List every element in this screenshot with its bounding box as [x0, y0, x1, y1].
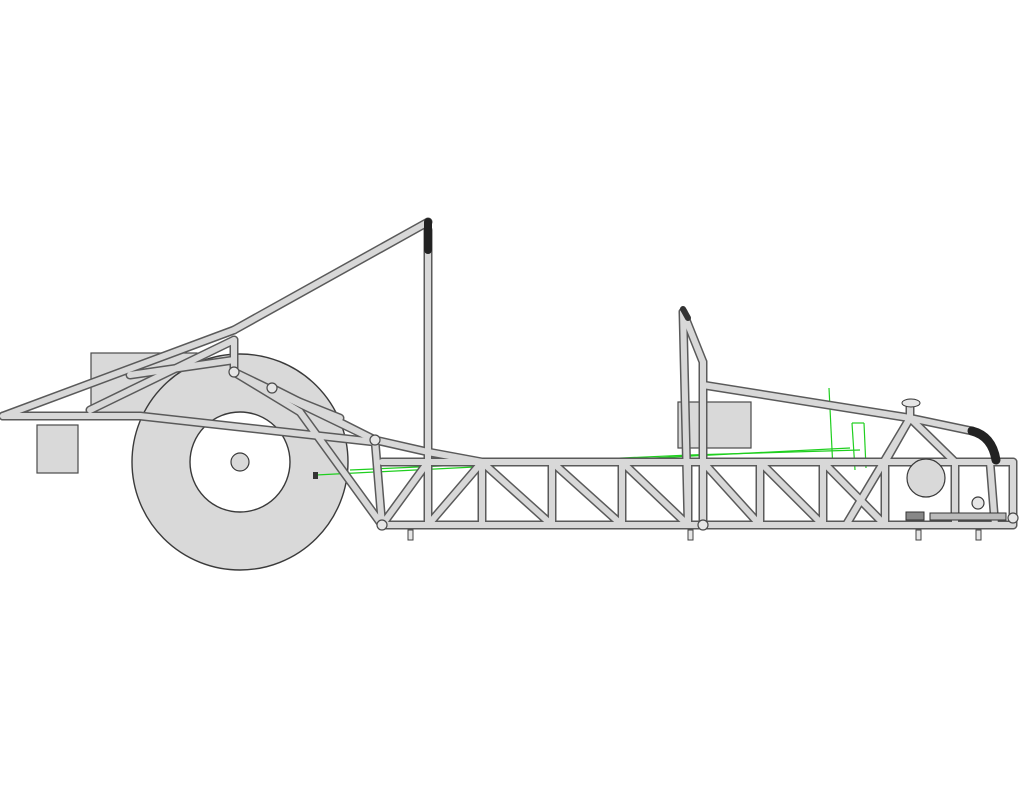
mounting-pins	[407, 529, 982, 541]
front-round-part	[906, 458, 946, 498]
frame-tubes	[0, 219, 1016, 528]
rear-mount-stub	[313, 472, 318, 479]
front-bracket	[905, 511, 925, 521]
frame-tube	[267, 387, 343, 421]
frame-tube	[297, 409, 385, 528]
frame-tube	[372, 437, 431, 455]
firewall-top-cap	[680, 306, 691, 321]
frame-tube	[87, 337, 237, 413]
frame-tube	[479, 459, 555, 528]
frame-tube	[843, 415, 913, 528]
rear-hub	[230, 452, 250, 472]
rear-lower-block	[36, 424, 79, 474]
frame-tube	[372, 437, 385, 528]
front-plate	[929, 512, 1007, 521]
rear-wheel	[131, 353, 349, 571]
frame-tube	[907, 415, 975, 434]
frame-tube	[820, 459, 888, 528]
frame-tube	[379, 459, 431, 528]
frame-joints	[228, 366, 1019, 531]
frame-tube	[0, 327, 237, 419]
frame-tube	[619, 459, 691, 528]
frame-tube	[700, 459, 763, 528]
frame-tube	[231, 369, 303, 415]
frame-tube	[700, 382, 913, 421]
frame-tube	[231, 219, 431, 333]
frame-tube	[907, 415, 958, 465]
steering-column-top	[901, 398, 921, 408]
frame-tube	[127, 357, 237, 378]
frame-tube	[549, 459, 625, 528]
front-curved-tube	[967, 426, 1001, 465]
frame-tube	[425, 459, 485, 528]
frame-tube	[680, 309, 691, 528]
frame-tube	[757, 459, 826, 528]
frame-tube	[137, 413, 378, 445]
front-small-part	[971, 496, 985, 510]
